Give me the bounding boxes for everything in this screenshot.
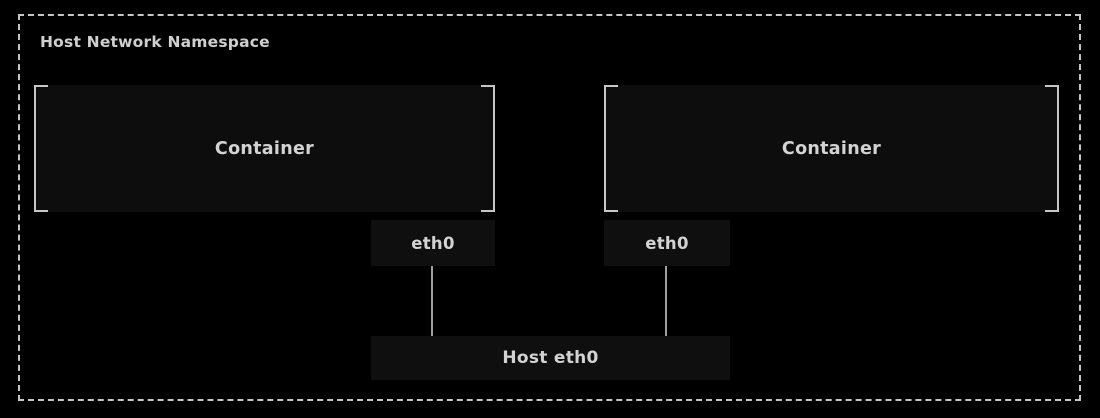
host-interface-box: Host eth0	[371, 336, 730, 380]
container-box-1: Container	[34, 85, 495, 212]
interface-box-eth0-1: eth0	[371, 220, 495, 266]
container-label-1: Container	[214, 138, 315, 159]
interface-label-eth0-2: eth0	[645, 233, 689, 253]
interface-box-eth0-2: eth0	[604, 220, 730, 266]
container-box-2: Container	[604, 85, 1059, 212]
host-interface-label: Host eth0	[502, 348, 599, 368]
container-label-2: Container	[781, 138, 882, 159]
link-eth0-1-to-host-eth0	[431, 266, 433, 336]
link-eth0-2-to-host-eth0	[665, 266, 667, 336]
host-network-namespace-title: Host Network Namespace	[40, 33, 270, 51]
interface-label-eth0-1: eth0	[411, 233, 455, 253]
host-network-namespace-boundary	[18, 14, 1081, 401]
